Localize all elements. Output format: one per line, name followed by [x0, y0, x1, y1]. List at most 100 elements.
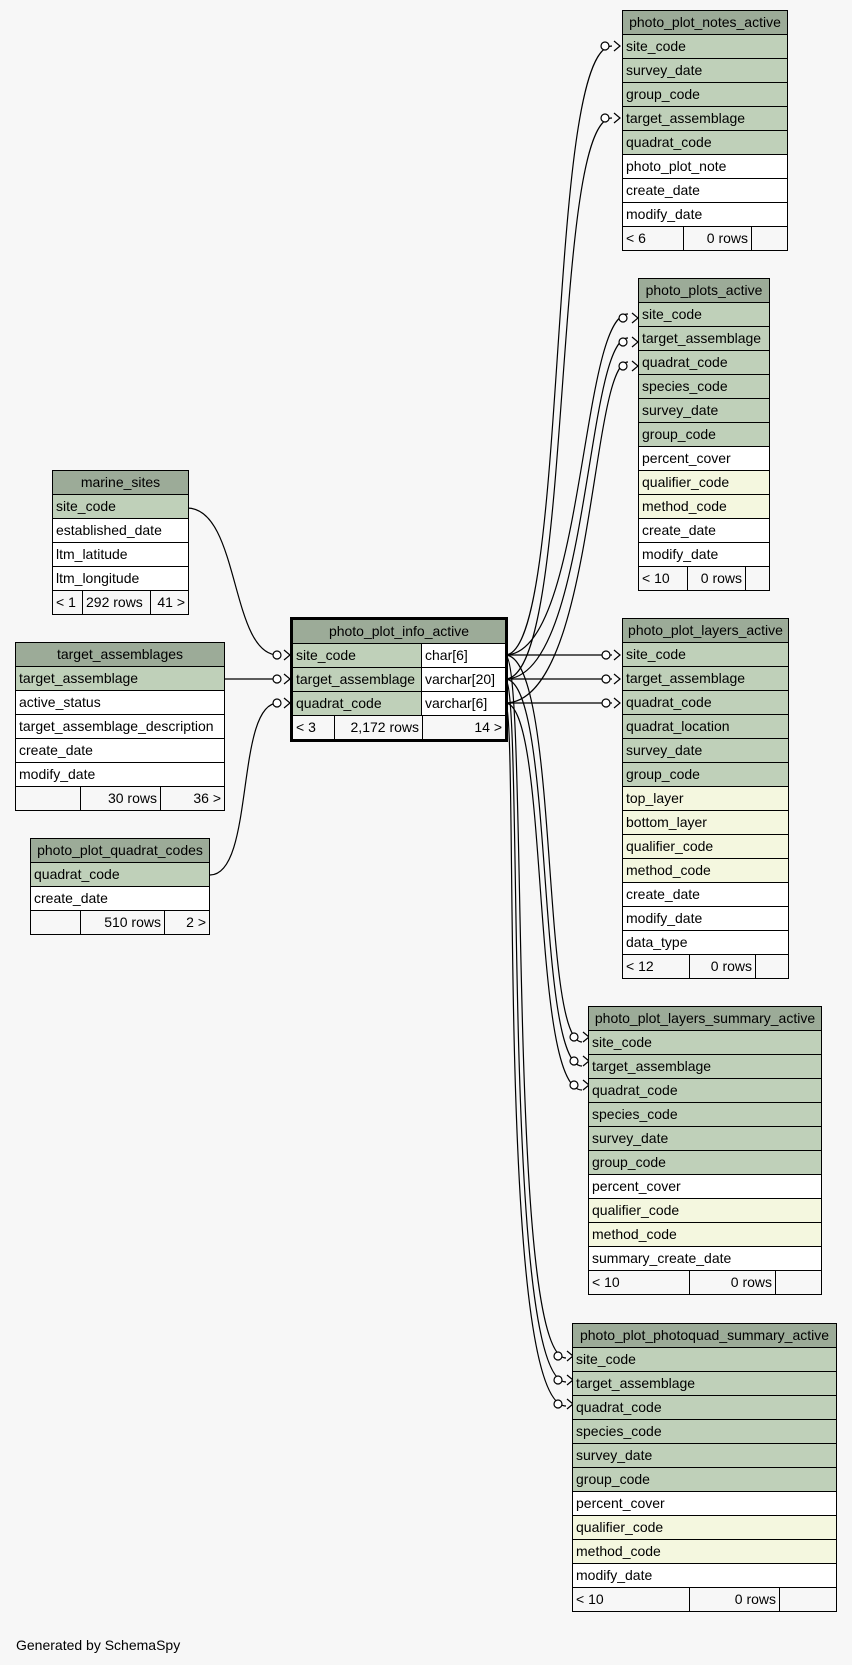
parents-count[interactable]: < 1	[56, 594, 76, 610]
parents-count[interactable]: < 10	[576, 1591, 604, 1607]
table-header[interactable]: photo_plot_info_active	[293, 620, 505, 644]
children-count[interactable]: 36 >	[160, 787, 224, 810]
column-row[interactable]: survey_date	[639, 399, 769, 423]
column-row[interactable]: percent_cover	[573, 1492, 836, 1516]
column-row[interactable]: group_code	[589, 1151, 821, 1175]
column-name[interactable]: site_code	[293, 644, 422, 667]
column-row[interactable]: qualifier_code	[589, 1199, 821, 1223]
column-row[interactable]: site_code	[53, 495, 188, 519]
column-row[interactable]: species_code	[573, 1420, 836, 1444]
table-photo-plot-layers-active[interactable]: photo_plot_layers_active site_code targe…	[622, 618, 789, 979]
column-row[interactable]: target_assemblage	[639, 327, 769, 351]
table-photo-plot-notes-active[interactable]: photo_plot_notes_active site_code survey…	[622, 10, 788, 251]
table-header[interactable]: photo_plot_layers_active	[623, 619, 788, 643]
column-row[interactable]: site_code char[6]	[293, 644, 505, 668]
table-photo-plot-info-active[interactable]: photo_plot_info_active site_code char[6]…	[290, 617, 508, 742]
children-count[interactable]	[751, 227, 787, 250]
column-row[interactable]: target_assemblage_description	[16, 715, 224, 739]
column-row[interactable]: species_code	[639, 375, 769, 399]
table-photo-plots-active[interactable]: photo_plots_active site_code target_asse…	[638, 278, 770, 591]
table-photo-plot-layers-summary-active[interactable]: photo_plot_layers_summary_active site_co…	[588, 1006, 822, 1295]
column-row[interactable]: percent_cover	[639, 447, 769, 471]
parents-count[interactable]	[31, 911, 80, 934]
column-row[interactable]: modify_date	[639, 543, 769, 567]
column-row[interactable]: quadrat_code	[623, 691, 788, 715]
column-row[interactable]: qualifier_code	[573, 1516, 836, 1540]
column-row[interactable]: percent_cover	[589, 1175, 821, 1199]
column-row[interactable]: survey_date	[573, 1444, 836, 1468]
column-row[interactable]: quadrat_code	[589, 1079, 821, 1103]
column-row[interactable]: method_code	[589, 1223, 821, 1247]
parents-count[interactable]: < 10	[592, 1274, 620, 1290]
column-row[interactable]: method_code	[639, 495, 769, 519]
column-row[interactable]: survey_date	[623, 739, 788, 763]
column-row[interactable]: site_code	[623, 643, 788, 667]
column-row[interactable]: target_assemblage varchar[20]	[293, 668, 505, 692]
column-row[interactable]: modify_date	[573, 1564, 836, 1588]
column-row[interactable]: create_date	[639, 519, 769, 543]
table-header[interactable]: photo_plot_layers_summary_active	[589, 1007, 821, 1031]
table-header[interactable]: target_assemblages	[16, 643, 224, 667]
column-row[interactable]: quadrat_code	[31, 863, 209, 887]
children-count[interactable]: 2 >	[164, 911, 209, 934]
column-row[interactable]: method_code	[573, 1540, 836, 1564]
column-row[interactable]: target_assemblage	[573, 1372, 836, 1396]
column-row[interactable]: top_layer	[623, 787, 788, 811]
column-row[interactable]: photo_plot_note	[623, 155, 787, 179]
parents-count[interactable]: < 6	[626, 230, 646, 246]
table-photo-plot-photoquad-summary-active[interactable]: photo_plot_photoquad_summary_active site…	[572, 1323, 837, 1612]
column-row[interactable]: target_assemblage	[623, 107, 787, 131]
column-row[interactable]: data_type	[623, 931, 788, 955]
table-marine-sites[interactable]: marine_sites site_code established_date …	[52, 470, 189, 615]
column-row[interactable]: ltm_longitude	[53, 567, 188, 591]
children-count[interactable]	[775, 1271, 821, 1294]
column-row[interactable]: site_code	[639, 303, 769, 327]
column-row[interactable]: group_code	[623, 83, 787, 107]
column-name[interactable]: quadrat_code	[293, 692, 422, 715]
column-row[interactable]: modify_date	[623, 203, 787, 227]
column-row[interactable]: create_date	[31, 887, 209, 911]
table-header[interactable]: photo_plot_notes_active	[623, 11, 787, 35]
parents-count[interactable]	[16, 787, 80, 810]
column-row[interactable]: bottom_layer	[623, 811, 788, 835]
column-row[interactable]: create_date	[623, 883, 788, 907]
column-row[interactable]: qualifier_code	[639, 471, 769, 495]
column-row[interactable]: quadrat_code	[639, 351, 769, 375]
parents-count[interactable]: < 3	[296, 719, 316, 735]
column-row[interactable]: quadrat_code varchar[6]	[293, 692, 505, 716]
column-row[interactable]: target_assemblage	[623, 667, 788, 691]
column-row[interactable]: group_code	[573, 1468, 836, 1492]
column-row[interactable]: create_date	[623, 179, 787, 203]
children-count[interactable]	[745, 567, 769, 590]
table-photo-plot-quadrat-codes[interactable]: photo_plot_quadrat_codes quadrat_code cr…	[30, 838, 210, 935]
column-row[interactable]: quadrat_location	[623, 715, 788, 739]
children-count[interactable]	[755, 955, 788, 978]
column-row[interactable]: survey_date	[589, 1127, 821, 1151]
column-row[interactable]: group_code	[639, 423, 769, 447]
column-row[interactable]: established_date	[53, 519, 188, 543]
column-name[interactable]: target_assemblage	[293, 668, 422, 691]
column-row[interactable]: summary_create_date	[589, 1247, 821, 1271]
column-row[interactable]: site_code	[623, 35, 787, 59]
column-row[interactable]: site_code	[589, 1031, 821, 1055]
children-count[interactable]: 41 >	[150, 591, 188, 614]
column-row[interactable]: quadrat_code	[623, 131, 787, 155]
table-target-assemblages[interactable]: target_assemblages target_assemblage act…	[15, 642, 225, 811]
column-row[interactable]: group_code	[623, 763, 788, 787]
column-row[interactable]: quadrat_code	[573, 1396, 836, 1420]
table-header[interactable]: photo_plot_quadrat_codes	[31, 839, 209, 863]
column-row[interactable]: site_code	[573, 1348, 836, 1372]
column-row[interactable]: ltm_latitude	[53, 543, 188, 567]
column-row[interactable]: method_code	[623, 859, 788, 883]
column-row[interactable]: target_assemblage	[16, 667, 224, 691]
column-row[interactable]: modify_date	[623, 907, 788, 931]
parents-count[interactable]: < 12	[626, 958, 654, 974]
children-count[interactable]: 14 >	[422, 716, 505, 739]
column-row[interactable]: active_status	[16, 691, 224, 715]
children-count[interactable]	[779, 1588, 836, 1611]
column-row[interactable]: modify_date	[16, 763, 224, 787]
column-row[interactable]: target_assemblage	[589, 1055, 821, 1079]
table-header[interactable]: photo_plot_photoquad_summary_active	[573, 1324, 836, 1348]
table-header[interactable]: marine_sites	[53, 471, 188, 495]
column-row[interactable]: qualifier_code	[623, 835, 788, 859]
